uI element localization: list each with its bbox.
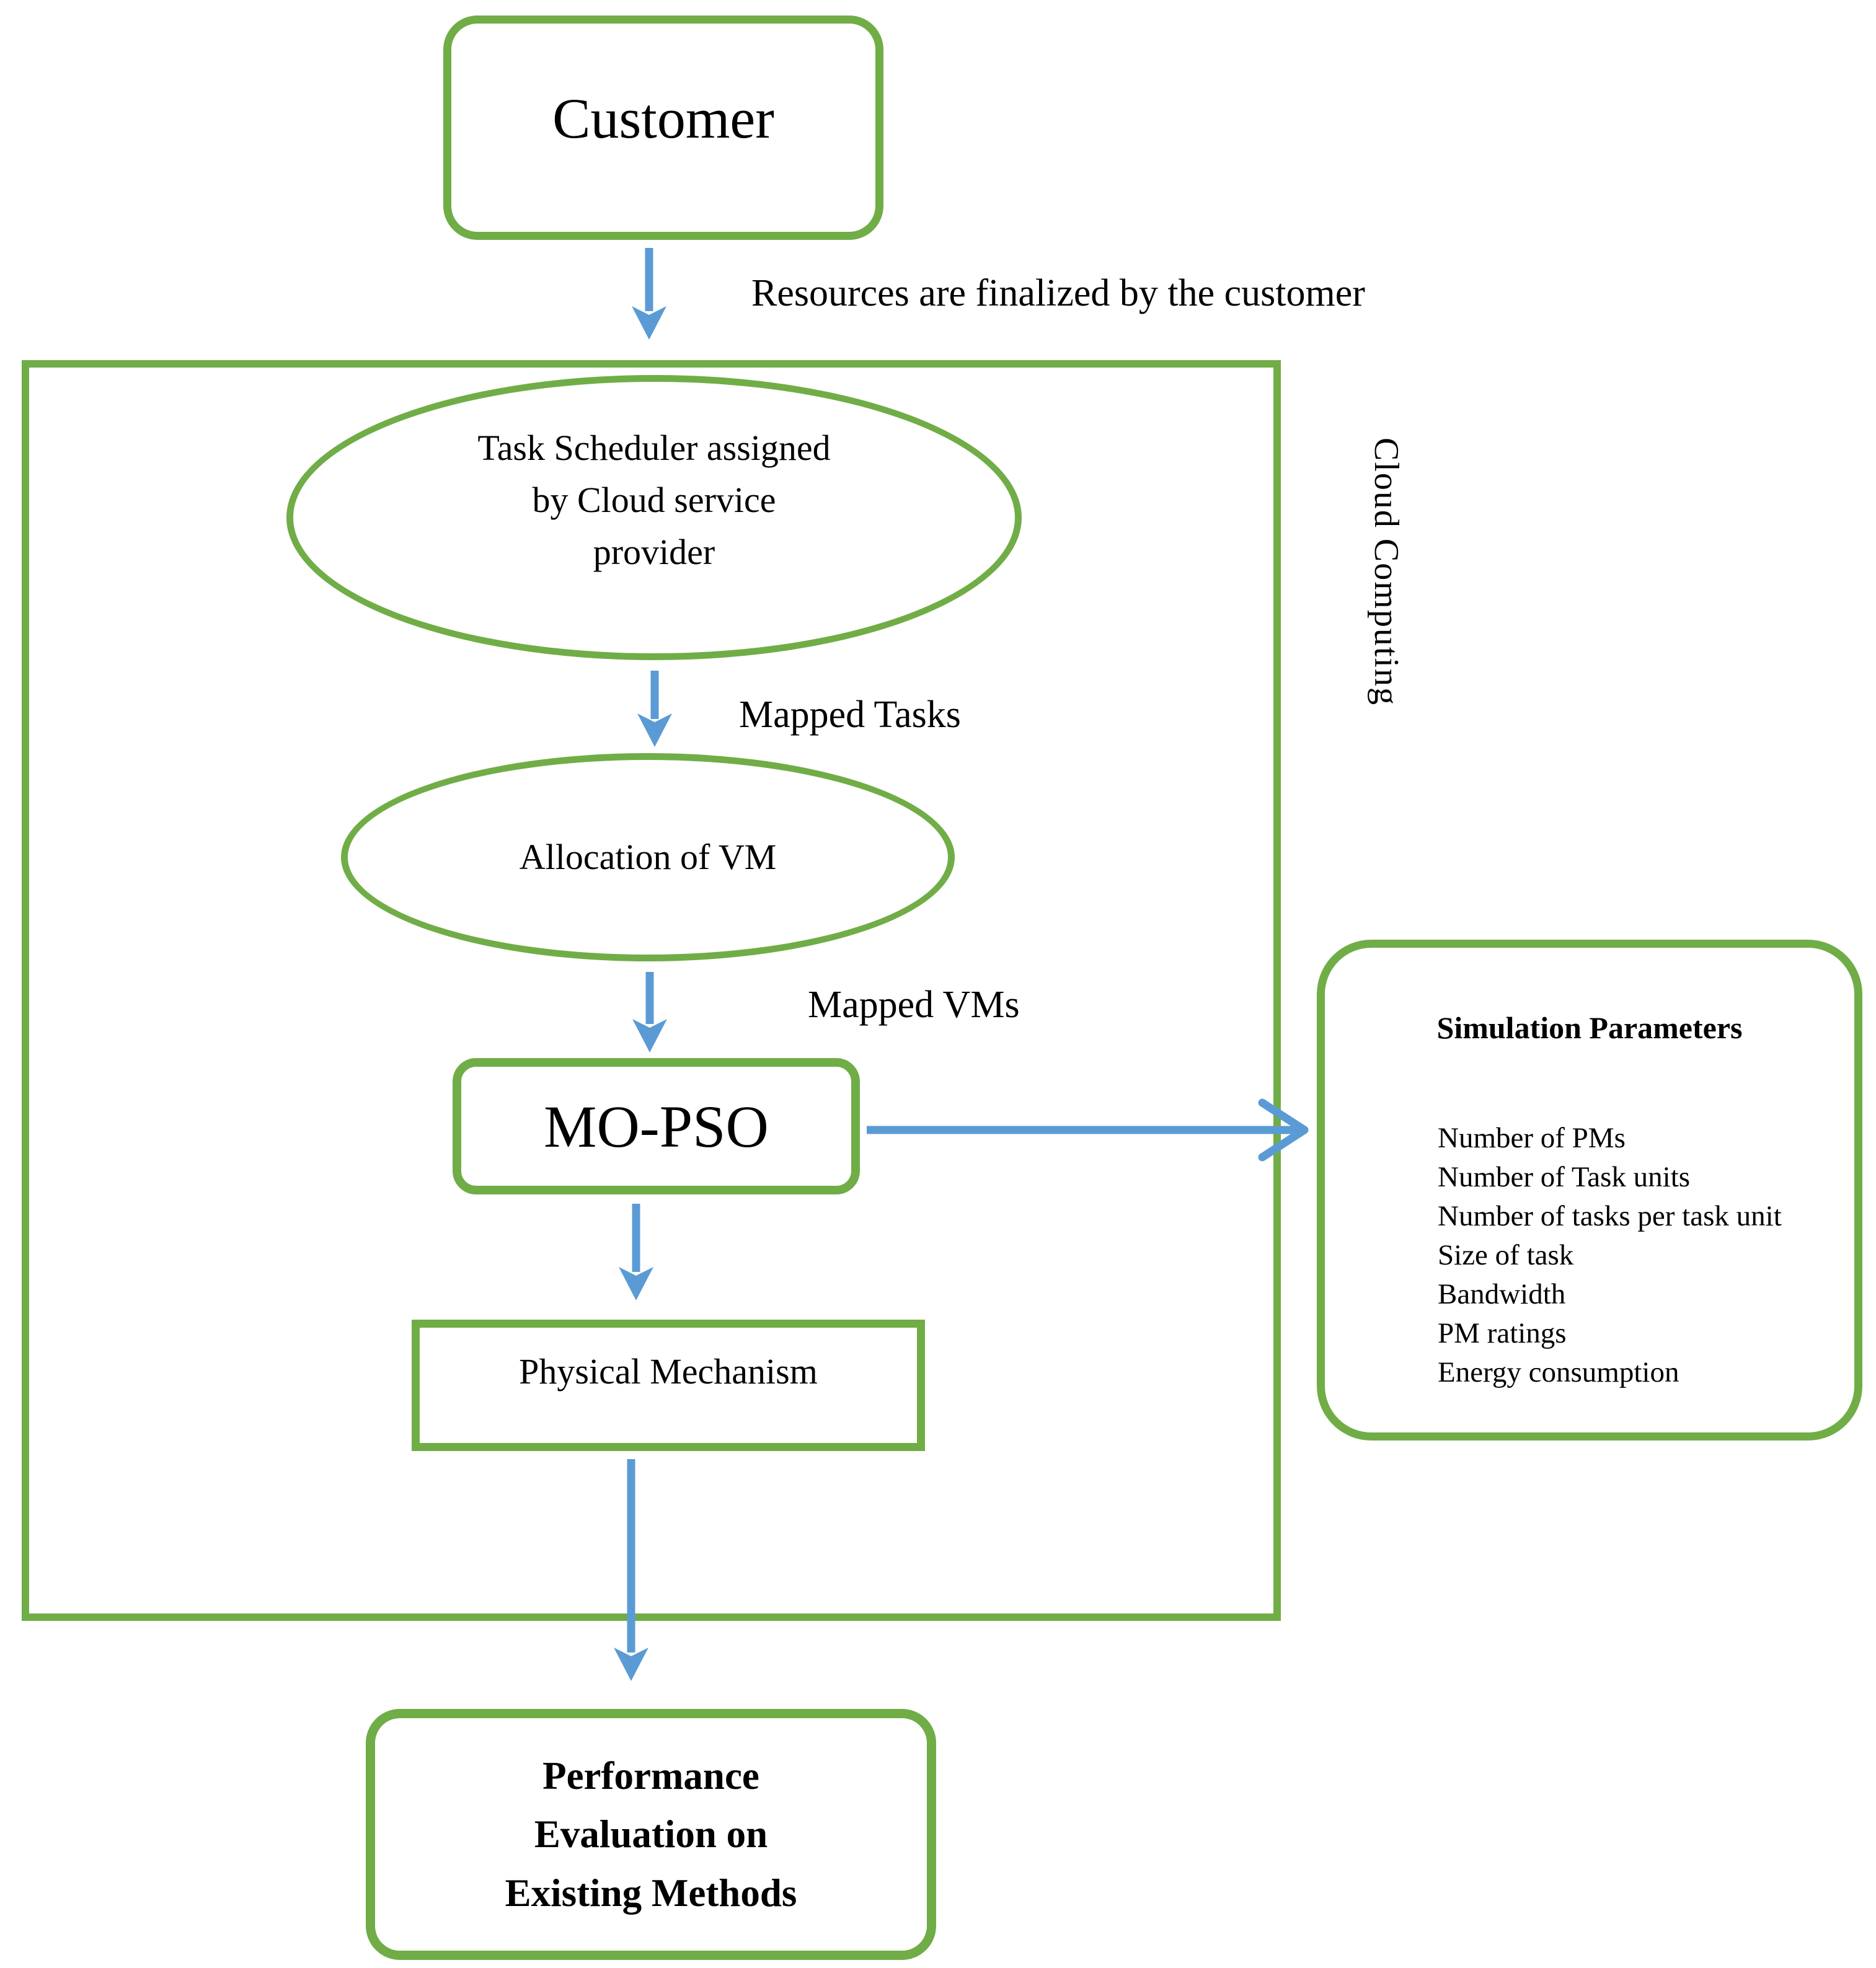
simulation-parameters-list: Number of PMs Number of Task units Numbe… — [1438, 1119, 1854, 1392]
node-task-scheduler: Task Scheduler assigned by Cloud service… — [286, 375, 1022, 660]
simulation-parameters-title: Simulation Parameters — [1436, 1010, 1743, 1045]
cloud-computing-container — [22, 360, 1281, 1621]
node-task-scheduler-label: Task Scheduler assigned by Cloud service… — [477, 427, 831, 573]
simulation-parameter-item: Number of Task units — [1438, 1161, 1691, 1193]
node-allocation-vm: Allocation of VM — [341, 753, 955, 961]
simulation-parameter-item: Number of PMs — [1438, 1122, 1626, 1154]
simulation-parameters-box: Simulation Parameters Number of PMs Numb… — [1317, 940, 1862, 1441]
node-physical-mechanism-label: Physical Mechanism — [519, 1351, 818, 1392]
node-performance-evaluation-label: Performance Evaluation on Existing Metho… — [505, 1754, 797, 1915]
simulation-parameter-item: PM ratings — [1438, 1317, 1567, 1349]
simulation-parameter-item: Number of tasks per task unit — [1438, 1200, 1782, 1232]
edge-label-resources: Resources are finalized by the customer — [751, 272, 1365, 314]
simulation-parameter-item: Bandwidth — [1438, 1278, 1566, 1310]
simulation-parameter-item: Energy consumption — [1438, 1356, 1679, 1388]
edge-label-mapped-vms: Mapped VMs — [808, 984, 1020, 1026]
edge-label-mapped-tasks: Mapped Tasks — [739, 694, 961, 736]
node-physical-mechanism: Physical Mechanism — [412, 1320, 925, 1451]
node-mopso-label: MO-PSO — [544, 1093, 769, 1160]
arrow-down-icon — [614, 1648, 648, 1681]
node-customer: Customer — [443, 15, 883, 240]
cloud-computing-label: Cloud Computing — [1367, 438, 1405, 706]
node-performance-evaluation: Performance Evaluation on Existing Metho… — [366, 1709, 936, 1960]
arrow-down-icon — [632, 306, 666, 340]
node-mopso: MO-PSO — [453, 1058, 860, 1194]
arrow-customer-to-scheduler — [632, 248, 666, 340]
node-customer-label: Customer — [552, 87, 774, 150]
simulation-parameter-item: Size of task — [1438, 1239, 1574, 1271]
node-allocation-vm-label: Allocation of VM — [519, 836, 777, 877]
